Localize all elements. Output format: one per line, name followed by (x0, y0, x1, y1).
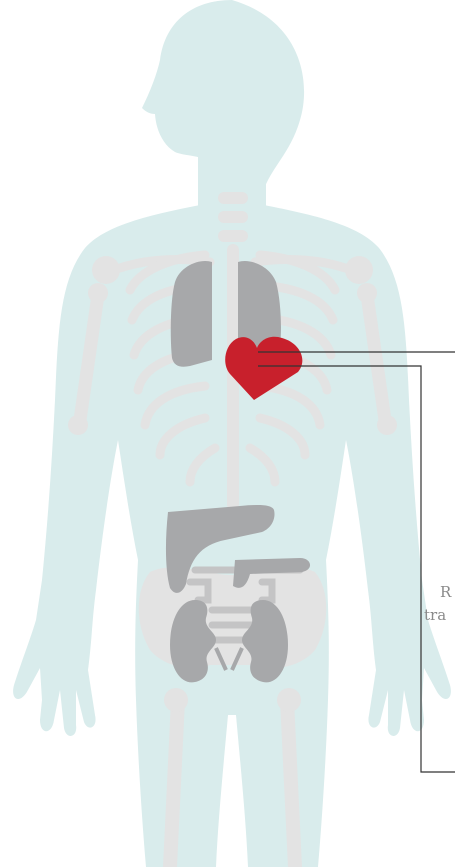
right-shoulder-joint (345, 256, 373, 284)
cropped-label-line-2: tra (424, 606, 446, 624)
neck-vertebrae (218, 192, 248, 242)
left-shoulder-joint (92, 256, 120, 284)
right-femur (287, 700, 295, 867)
left-femur (170, 700, 178, 867)
pelvis (139, 567, 327, 668)
cropped-label-line-1: R (440, 583, 452, 601)
